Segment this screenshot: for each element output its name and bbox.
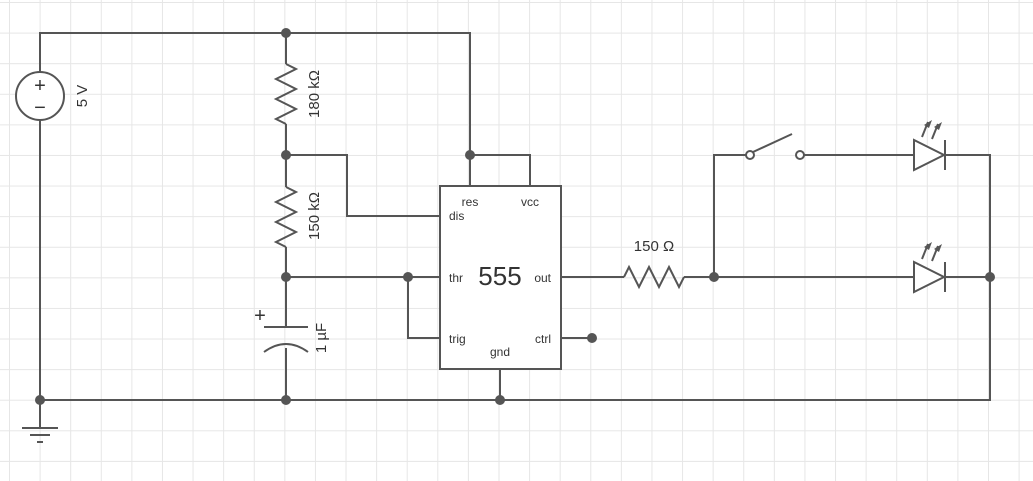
voltage-source[interactable]: + − 5 V — [15, 71, 91, 121]
ground-icon — [22, 427, 58, 443]
wire-trigger[interactable] — [407, 277, 440, 339]
source-minus: − — [34, 97, 46, 119]
r1-label: 180 kΩ — [306, 70, 323, 118]
wire-switch-branch[interactable] — [713, 154, 748, 277]
pin-out: out — [534, 271, 551, 285]
wire-reset-vcc[interactable] — [470, 154, 531, 186]
source-plus: + — [34, 75, 46, 97]
junction-ground-ic — [495, 395, 505, 405]
terminal-ctrl — [587, 333, 597, 343]
source-label: 5 V — [74, 85, 91, 108]
wire-discharge[interactable] — [286, 154, 440, 217]
wire-led-return[interactable] — [946, 154, 991, 278]
resistor-r2[interactable]: 150 kΩ — [273, 186, 323, 248]
junction-led-return — [985, 272, 995, 282]
led-top[interactable] — [913, 120, 947, 172]
capacitor[interactable]: + 1 µF — [254, 305, 330, 353]
junction-r1-r2 — [281, 150, 291, 160]
cap-plus: + — [254, 305, 266, 327]
r3-label: 150 Ω — [634, 238, 674, 255]
pin-res: res — [462, 195, 479, 209]
r2-label: 150 kΩ — [306, 192, 323, 240]
junction-output — [709, 272, 719, 282]
led-bottom[interactable] — [913, 242, 947, 294]
cap-label: 1 µF — [313, 323, 330, 353]
ic-555[interactable]: 555 res vcc dis thr out trig ctrl gnd — [439, 185, 562, 370]
wire-top-rail[interactable] — [39, 32, 471, 155]
switch[interactable] — [745, 133, 805, 160]
pin-ctrl: ctrl — [535, 332, 551, 346]
wires — [39, 32, 991, 428]
junction-reset — [465, 150, 475, 160]
ic-name: 555 — [478, 261, 521, 291]
junction-trigger — [403, 272, 413, 282]
junction-ground-cap — [281, 395, 291, 405]
pin-dis: dis — [449, 209, 464, 223]
pin-vcc: vcc — [521, 195, 539, 209]
wire-ground-rail[interactable] — [40, 277, 991, 401]
junction-ground-left — [35, 395, 45, 405]
pin-thr: thr — [449, 271, 463, 285]
pin-trig: trig — [449, 332, 466, 346]
junction-top — [281, 28, 291, 38]
junctions — [35, 28, 995, 405]
resistor-r3[interactable]: 150 Ω — [623, 238, 685, 290]
junction-threshold — [281, 272, 291, 282]
resistor-r1[interactable]: 180 kΩ — [273, 63, 323, 125]
pin-gnd: gnd — [490, 345, 510, 359]
